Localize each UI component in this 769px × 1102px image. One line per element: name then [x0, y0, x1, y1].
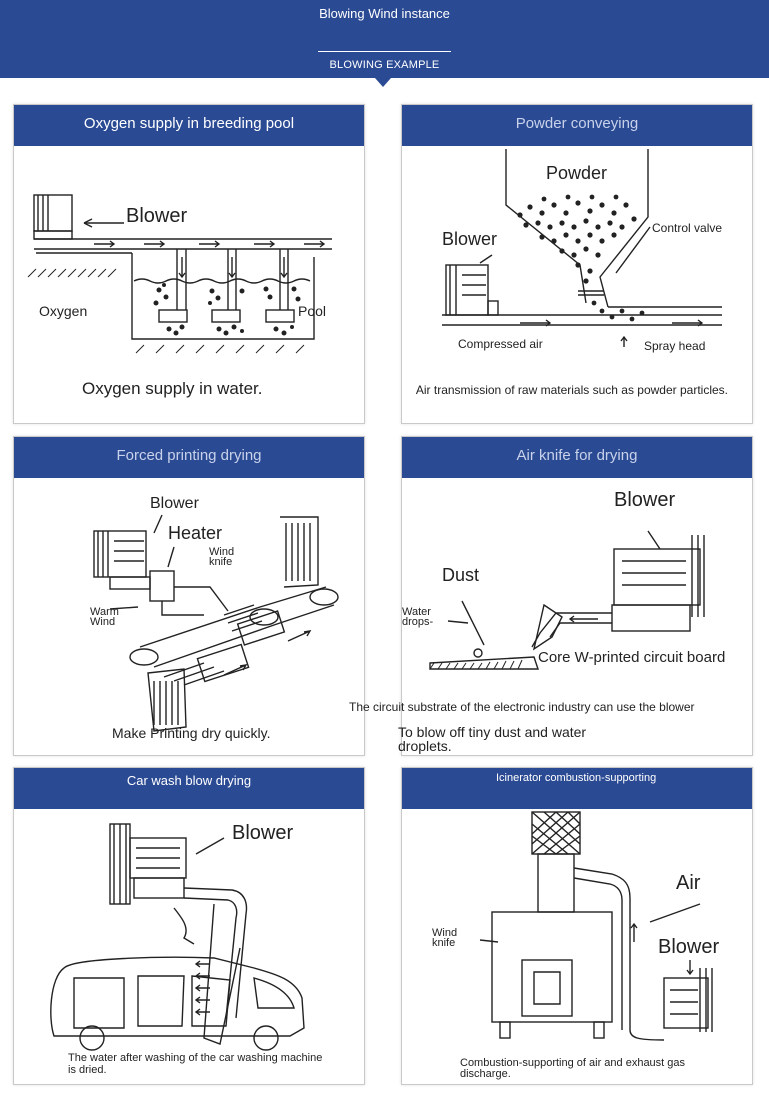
car-wash-diagram: [50, 823, 305, 1051]
panel-powder-conveying: Powder conveying: [401, 104, 753, 424]
panel-title-bar: Air knife for drying: [402, 437, 752, 478]
label-dust: Dust: [442, 565, 480, 585]
blower-icon: [93, 530, 147, 578]
circuit-note: The circuit substrate of the electronic …: [349, 700, 695, 714]
label-oxygen: Oxygen: [39, 303, 88, 319]
label-heater: Heater: [168, 523, 223, 543]
label-blower: Blower: [232, 822, 294, 844]
panel-caption: Air transmission of raw materials such a…: [415, 383, 728, 397]
panel-title-bar: Powder conveying: [402, 105, 752, 146]
label-blower: Blower: [150, 495, 199, 512]
oxygen-diagram: [27, 194, 332, 354]
label-compressed-air: Compressed air: [458, 337, 543, 351]
label-blower: Blower: [658, 936, 720, 958]
panel-caption: The water after washing of the car washi…: [68, 1052, 323, 1076]
heater-icon: [149, 570, 175, 602]
panel-caption: Combustion-supporting of air and exhaust…: [460, 1057, 686, 1080]
label-control-valve: Control valve: [652, 221, 723, 235]
panel-title: Oxygen supply in breeding pool: [83, 115, 295, 132]
powder-diagram: [442, 149, 722, 347]
blower-icon: [613, 548, 701, 606]
banner-pointer: [375, 78, 391, 87]
panel-caption: Make Printing dry quickly.: [112, 725, 271, 741]
label-blower: Blower: [126, 205, 188, 227]
air-knife-diagram: [429, 530, 705, 670]
panel-title-bar: Car wash blow drying: [14, 768, 364, 809]
banner-divider: [318, 51, 451, 52]
label-pool: Pool: [298, 303, 327, 319]
incinerator-diagram: [479, 811, 713, 1041]
label-circuit-board: Core W-printed circuit board: [538, 649, 726, 666]
printing-diagram: [93, 514, 339, 732]
panel-title-bar: Oxygen supply in breeding pool: [14, 105, 364, 146]
label-blower: Blower: [442, 229, 498, 249]
panel-car-wash-drying: Car wash blow drying Blower The w: [13, 767, 365, 1085]
header-banner: Blowing Wind instance BLOWING EXAMPLE: [0, 0, 769, 78]
panel-title-bar: Forced printing drying: [14, 437, 364, 478]
banner-subtitle: BLOWING EXAMPLE: [329, 59, 440, 71]
panel-title: Powder conveying: [515, 115, 639, 132]
label-spray-head: Spray head: [644, 339, 706, 353]
blower-icon: [663, 977, 709, 1029]
blower-icon: [445, 264, 489, 316]
panel-incinerator: Icinerator combustion-supporting Air Blo…: [401, 767, 753, 1085]
banner-title: Blowing Wind instance: [319, 6, 450, 21]
panel-printing-drying: Forced printing drying: [13, 436, 365, 756]
blower-icon: [33, 194, 73, 232]
panel-caption: To blow off tiny dust and water droplets…: [398, 724, 587, 754]
label-powder: Powder: [546, 163, 608, 183]
panel-title: Icinerator combustion-supporting: [496, 772, 657, 784]
panel-title-bar: Icinerator combustion-supporting: [402, 768, 752, 809]
panel-title: Forced printing drying: [116, 447, 262, 464]
label-blower: Blower: [614, 489, 676, 511]
label-air: Air: [676, 872, 701, 894]
panel-caption: Oxygen supply in water.: [82, 379, 263, 398]
panel-title: Air knife for drying: [516, 447, 638, 464]
panel-oxygen-supply: Oxygen supply in breeding pool: [13, 104, 365, 424]
panel-title: Car wash blow drying: [126, 773, 252, 788]
